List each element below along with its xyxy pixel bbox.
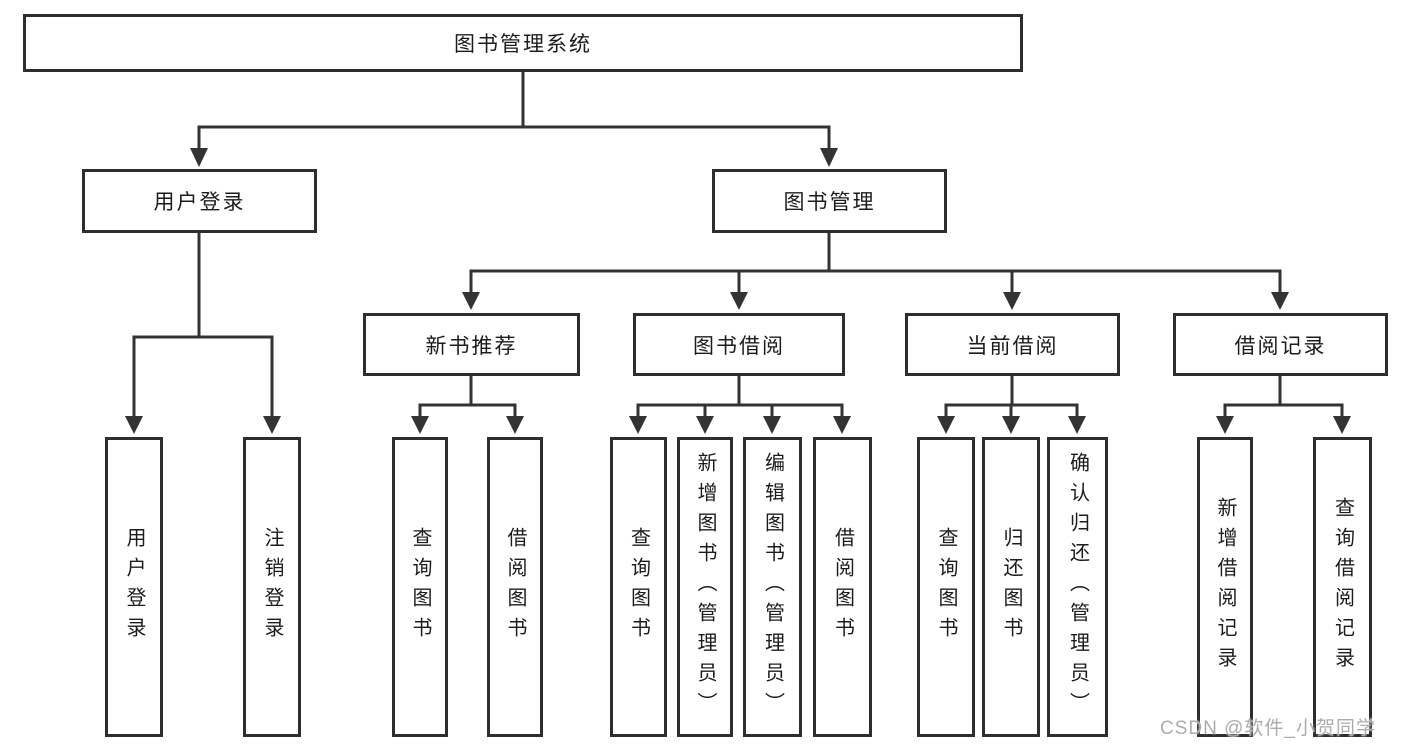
leaf-return-books: 归还图书 (982, 437, 1040, 737)
leaf-query-books-borrowing: 查询图书 (610, 437, 667, 737)
leaf-borrow-books-borrowing: 借阅图书 (813, 437, 872, 737)
node-borrowing-records: 借阅记录 (1173, 313, 1388, 376)
leaf-label: 查询图书 (409, 527, 431, 647)
leaf-user-login: 用户登录 (105, 437, 163, 737)
leaf-add-borrow-record: 新增借阅记录 (1197, 437, 1253, 737)
watermark: CSDN @软件_小贺同学 (1160, 718, 1376, 739)
node-library-system: 图书管理系统 (23, 14, 1023, 72)
leaf-query-books-current: 查询图书 (917, 437, 975, 737)
leaf-query-borrow-record: 查询借阅记录 (1313, 437, 1372, 737)
leaf-label: 编辑图书（管理员） (761, 452, 784, 722)
node-label: 借阅记录 (1234, 334, 1327, 358)
leaf-confirm-return-admin: 确认归还（管理员） (1047, 437, 1108, 737)
leaf-label: 借阅图书 (831, 527, 854, 647)
leaf-label: 查询图书 (935, 527, 957, 647)
leaf-borrow-books-recommend: 借阅图书 (487, 437, 543, 737)
node-label: 图书管理 (783, 191, 876, 214)
node-label: 用户登录 (153, 191, 246, 214)
leaf-label: 查询借阅记录 (1331, 497, 1354, 677)
node-user-login: 用户登录 (82, 169, 317, 233)
leaf-label: 注销登录 (261, 527, 283, 647)
node-new-book-recommend: 新书推荐 (363, 313, 580, 376)
leaf-label: 新增借阅记录 (1214, 497, 1236, 677)
leaf-label: 查询图书 (627, 527, 650, 647)
node-book-borrowing: 图书借阅 (633, 313, 845, 376)
node-label: 新书推荐 (425, 334, 518, 358)
node-book-management: 图书管理 (712, 169, 947, 233)
leaf-label: 用户登录 (123, 527, 145, 647)
leaf-label: 新增图书（管理员） (694, 452, 716, 722)
leaf-logout-login: 注销登录 (243, 437, 301, 737)
leaf-edit-books-admin: 编辑图书（管理员） (743, 437, 802, 737)
node-current-borrowing: 当前借阅 (905, 313, 1120, 376)
node-label: 当前借阅 (966, 334, 1059, 358)
leaf-label: 借阅图书 (504, 527, 526, 647)
leaf-add-books-admin: 新增图书（管理员） (677, 437, 733, 737)
leaf-label: 确认归还（管理员） (1066, 452, 1089, 722)
node-label: 图书管理系统 (454, 33, 592, 56)
leaf-label: 归还图书 (1000, 527, 1022, 647)
node-label: 图书借阅 (693, 334, 785, 358)
leaf-query-books-recommend: 查询图书 (392, 437, 448, 737)
